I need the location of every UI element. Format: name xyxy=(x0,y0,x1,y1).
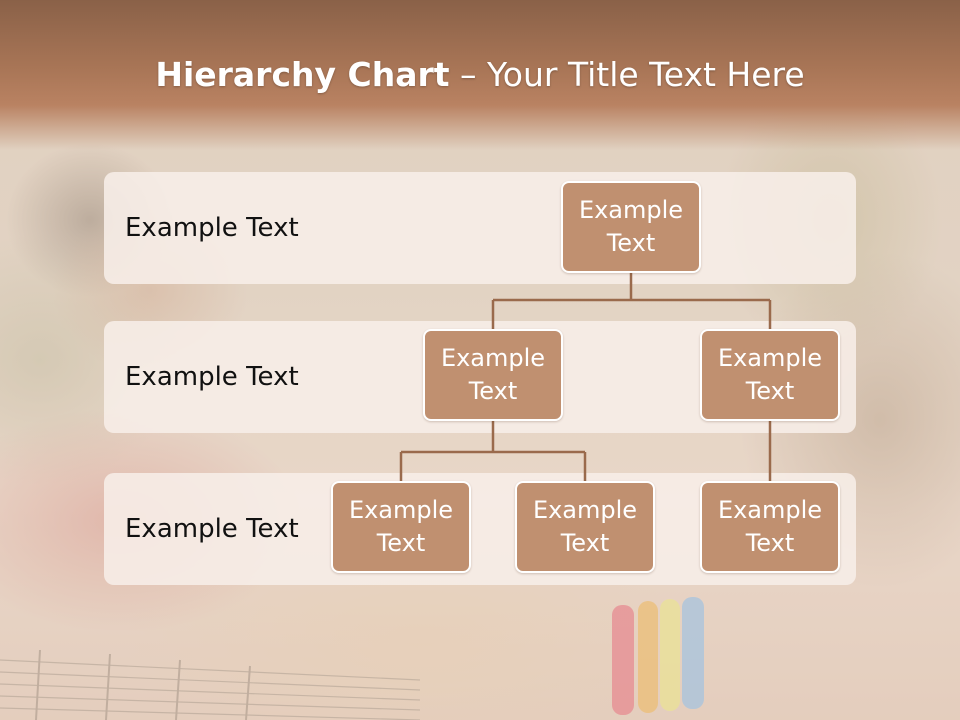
node-level-2-right[interactable]: Example Text xyxy=(700,329,840,421)
row-label-level-1: Example Text xyxy=(125,213,299,243)
row-label-level-2: Example Text xyxy=(125,362,299,392)
node-level-2-left[interactable]: Example Text xyxy=(423,329,563,421)
bracelets-decoration xyxy=(612,597,704,715)
slide-title-bold: Hierarchy Chart xyxy=(155,55,450,94)
slide-title-rest: – Your Title Text Here xyxy=(449,55,805,94)
slide-title: Hierarchy Chart – Your Title Text Here xyxy=(0,52,960,98)
title-band xyxy=(0,0,960,150)
node-level-1[interactable]: Example Text xyxy=(561,181,701,273)
row-label-level-3: Example Text xyxy=(125,514,299,544)
node-level-3-third[interactable]: Example Text xyxy=(700,481,840,573)
row-band-level-1 xyxy=(104,172,856,284)
node-level-3-first[interactable]: Example Text xyxy=(331,481,471,573)
guitar-strings-decoration xyxy=(0,649,420,720)
node-level-3-second[interactable]: Example Text xyxy=(515,481,655,573)
